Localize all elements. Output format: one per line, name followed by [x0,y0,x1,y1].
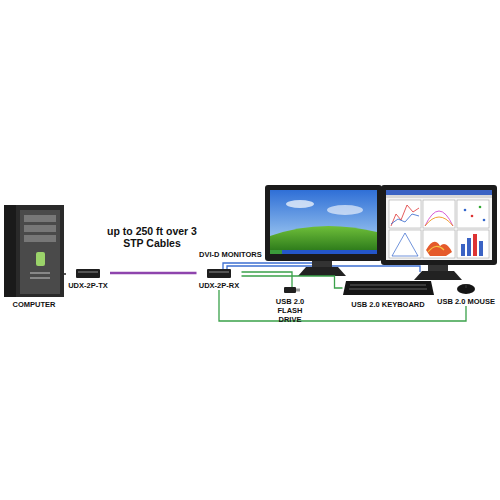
device-node: USB 2.0 KEYBOARD [343,281,434,309]
callout-label: DVI-D MONITORS [199,250,262,259]
chart-bar [467,238,471,256]
chart-dot [471,215,474,218]
keyboard [343,281,434,295]
chart-panel [457,200,489,228]
device-label: COMPUTER [4,300,64,309]
receiver-box [207,269,231,278]
device-label: USB 2.0 MOUSE [435,297,497,306]
cloud [327,205,363,215]
device-node: UDX-2P-RX [197,269,242,290]
chart-panel [389,230,421,258]
device-node: UDX-2P-TX [66,269,110,290]
left-monitor [265,185,382,261]
right-monitor [381,185,497,265]
chart-surface [426,242,452,256]
computer-front [20,210,60,294]
chart-panel [423,200,455,228]
device-label: UDX-2P-TX [66,281,110,290]
drive-bay [24,215,56,222]
computer-tower [4,205,64,297]
device-node: COMPUTER [4,205,64,309]
transmitter-box [76,269,100,278]
chart-dot [483,219,486,222]
chart-line [425,217,453,226]
monitor-base [298,267,346,276]
box-detail [209,271,229,273]
drive-bay [24,225,56,232]
cable-connector [64,273,66,275]
desktop-hill [270,226,377,250]
vent [30,272,50,274]
window-menubar [386,195,492,198]
chart-panel [457,230,489,258]
app-window [386,190,492,260]
device-label: UDX-2P-RX [197,281,242,290]
window-titlebar [386,190,492,195]
drive-bay [24,235,56,242]
monitor-base [414,271,462,280]
desktop-sky [270,190,377,254]
device-label: USB 2.0 FLASH DRIVE [266,297,314,324]
chart-bar [479,241,483,256]
device-label: USB 2.0 KEYBOARD [343,300,434,309]
box-detail [78,271,98,273]
key-row [350,284,426,286]
key-row [349,288,427,290]
cable-connector [219,290,466,321]
chart-line [425,211,453,226]
mouse [457,284,475,294]
cable-label: up to 250 ft over 3 STP Cables [106,225,198,249]
chart-bar [461,244,465,256]
chart-panel [389,200,421,228]
power-light [36,252,45,266]
chart-bar [473,234,477,256]
chart-line [391,214,419,224]
computer-side [4,205,16,297]
start-button [270,250,282,254]
cable-connector [110,272,197,275]
chart-panel [423,230,455,258]
chart-line [391,205,419,226]
device-node: USB 2.0 MOUSE [435,284,497,306]
chart-dot [479,206,482,209]
flash-drive [284,287,296,293]
chart-dot [464,209,467,212]
cable-connector [242,276,343,288]
device-node: USB 2.0 FLASH DRIVE [266,287,318,324]
mouse-button [466,285,467,289]
cloud [286,200,314,208]
taskbar [270,250,377,254]
flash-plug [296,289,300,292]
vent [30,277,50,279]
cable-connector [242,272,293,287]
chart-surface [428,246,444,252]
chart-triangle [392,233,418,256]
